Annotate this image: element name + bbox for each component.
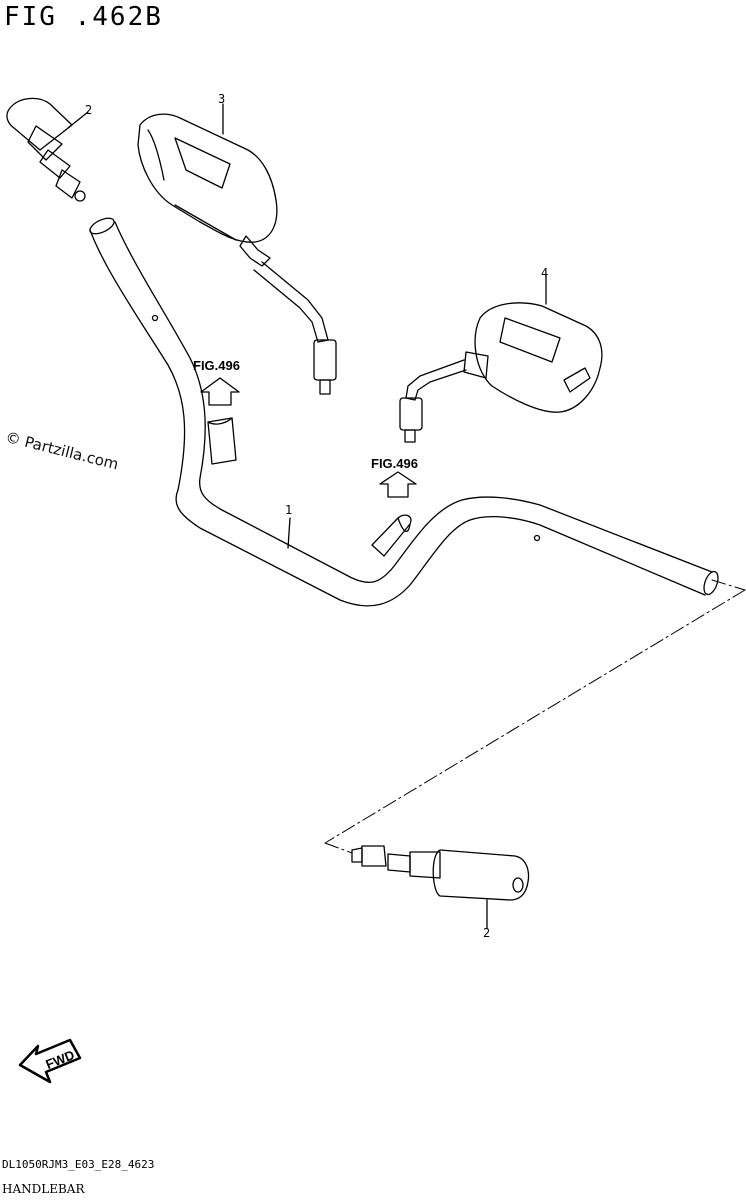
fig-ref-link[interactable]: FIG.496 [371, 456, 418, 471]
handlebar-part[interactable] [88, 215, 721, 607]
clamp-left [207, 417, 237, 465]
part-name: HANDLEBAR [2, 1182, 85, 1196]
mirror-left-part[interactable] [399, 275, 603, 443]
mirror-right-part[interactable] [137, 103, 337, 395]
callout-number: 3 [218, 92, 226, 106]
fwd-arrow-icon: FWD [18, 1038, 82, 1084]
figure-title: FIG .462B [4, 2, 163, 32]
assembly-line [324, 579, 746, 854]
model-code: DL1050RJM3_E03_E28_4623 [2, 1158, 155, 1171]
callout-number: 2 [85, 103, 93, 117]
bar-end-right-part[interactable] [351, 845, 530, 929]
bar-end-left-part[interactable] [6, 97, 89, 202]
up-arrow-icon [200, 377, 240, 406]
callout-leader [287, 517, 291, 549]
callout-number: 4 [541, 266, 549, 280]
callout-number: 2 [483, 926, 491, 940]
callout-number: 1 [285, 503, 293, 517]
up-arrow-icon [379, 471, 417, 498]
fig-ref-link[interactable]: FIG.496 [193, 358, 240, 373]
clamp-right [371, 514, 412, 557]
